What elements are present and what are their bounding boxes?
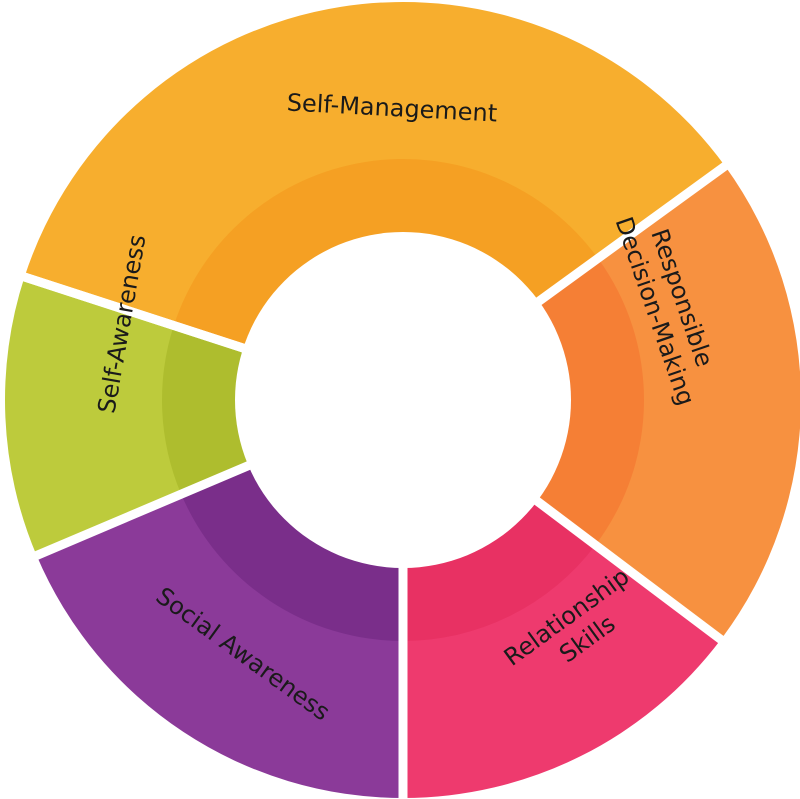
wheel-gaps [19, 160, 731, 799]
segment-inner-social-awareness [181, 464, 403, 641]
segment-inner-self-management [173, 159, 598, 349]
segment-separator [530, 494, 727, 646]
wheel-inner-ring [162, 159, 644, 641]
segment-relationship-skills [403, 544, 721, 798]
center-hole [235, 232, 571, 568]
segment-separator [532, 160, 731, 308]
segment-responsible-decision-making [594, 166, 800, 640]
wheel-outer-ring [5, 1, 800, 798]
segment-social-awareness [36, 493, 403, 798]
segment-inner-responsible-decision-making [535, 258, 644, 546]
segment-self-management [24, 1, 725, 326]
segment-separator [19, 271, 250, 354]
segment-separator [31, 459, 255, 562]
segment-inner-self-awareness [162, 325, 251, 495]
segment-self-awareness [5, 277, 183, 556]
segment-inner-relationship-skills [403, 499, 596, 641]
